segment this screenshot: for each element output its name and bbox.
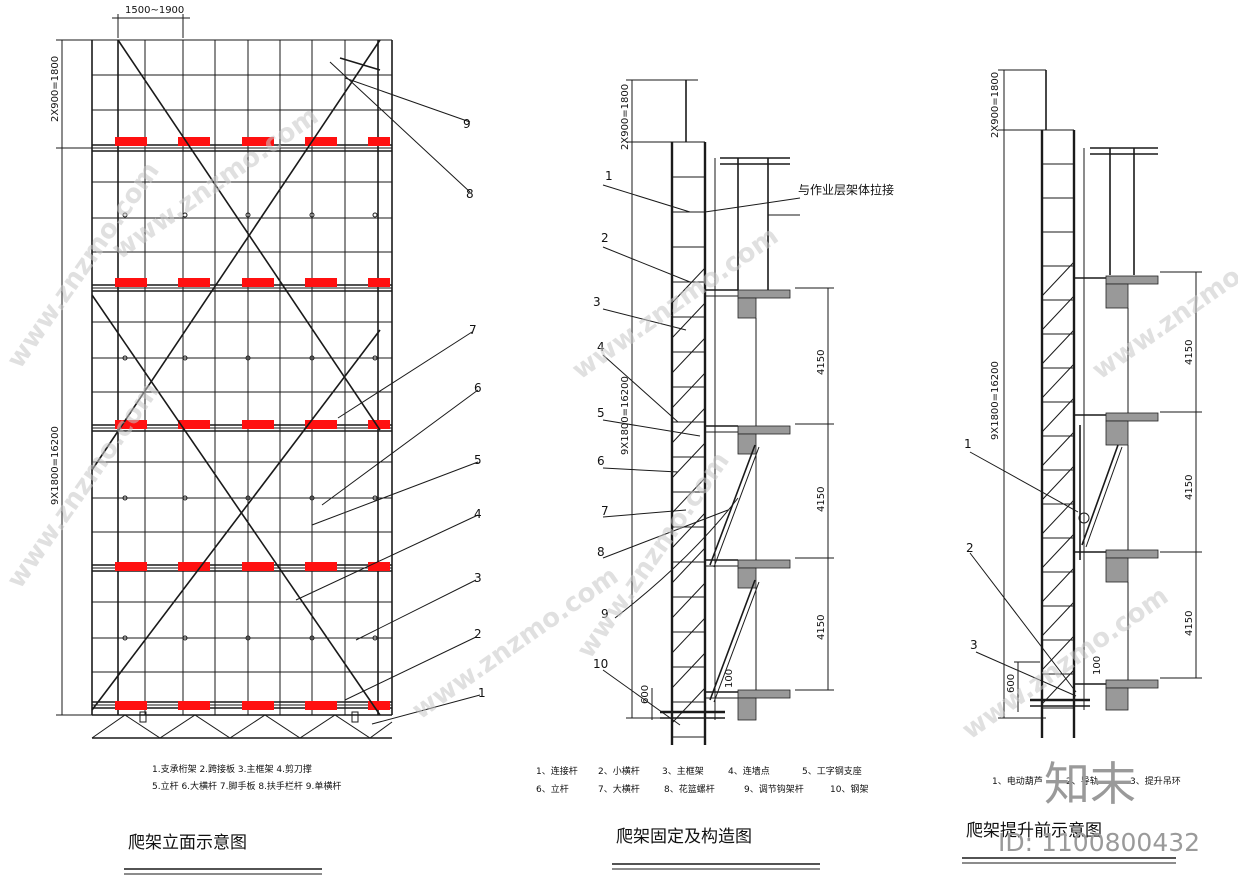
elevation-callout-4: 4: [474, 507, 482, 521]
section-callout-1: 1: [605, 169, 613, 183]
elevation-legend-row-1: 1.支承桁架 2.跨接板 3.主框架 4.剪刀撑: [152, 763, 312, 775]
elevation-callout-8: 8: [466, 187, 474, 201]
section-callout-9: 9: [601, 607, 609, 621]
lift-legend-3: 3、提升吊环: [1130, 776, 1181, 787]
elevation-left-dim-2: 9X1800=16200: [50, 426, 61, 505]
elevation-left-dim-1: 2X900=1800: [50, 56, 61, 122]
elevation-cross-braces: [91, 39, 381, 716]
section-callout-7: 7: [601, 504, 609, 518]
lift-callout-2: 2: [966, 541, 974, 555]
lift-building: [1078, 147, 1159, 711]
elevation-callout-1: 1: [478, 686, 486, 700]
section-legend-7: 7、大横杆: [598, 783, 640, 795]
elevation-title: 爬架立面示意图: [128, 833, 247, 853]
lift-callout-3: 3: [970, 638, 978, 652]
watermark-1: www.znzmo.com: [1, 157, 166, 374]
section-frame: [660, 79, 738, 745]
lift-panel: 2X900=1800 9X1800=16200: [962, 69, 1202, 864]
elevation-callout-leaders: [295, 61, 481, 725]
elevation-callout-2: 2: [474, 627, 482, 641]
watermark-6: www.znzmo.com: [571, 447, 736, 664]
section-left-dim-1: 2X900=1800: [620, 84, 631, 150]
elevation-red-bands: [115, 137, 390, 710]
section-right-dim-2: 4150: [816, 487, 827, 512]
section-callout-2: 2: [601, 231, 609, 245]
lift-frame: [1030, 70, 1106, 738]
section-callout-leaders: [602, 184, 739, 726]
section-legend-8: 8、花篮螺杆: [664, 783, 715, 795]
elevation-top-dim: 1500~1900: [125, 5, 184, 16]
footer-logo: 知末: [1044, 757, 1136, 811]
elevation-legend-row-2: 5.立杆 6.大横杆 7.脚手板 8.扶手栏杆 9.单横杆: [152, 780, 341, 792]
section-right-dim-3: 4150: [816, 615, 827, 640]
lift-left-dim-1: 2X900=1800: [990, 72, 1001, 138]
section-note: 与作业层架体拉接: [798, 182, 894, 197]
section-legend-2: 2、小横杆: [598, 765, 640, 777]
section-legend-3: 3、主框架: [662, 765, 704, 777]
section-building: [720, 157, 800, 721]
section-legend-5: 5、工字钢支座: [802, 765, 862, 777]
section-callout-8: 8: [597, 545, 605, 559]
section-callout-3: 3: [593, 295, 601, 309]
section-callout-10: 10: [593, 657, 608, 671]
lift-right-dim-2: 4150: [1184, 475, 1195, 500]
lift-right-dim-1: 4150: [1184, 340, 1195, 365]
section-right-dim-1: 4150: [816, 350, 827, 375]
section-legend-4: 4、连墙点: [728, 765, 770, 777]
footer-id: ID: 1100800432: [998, 828, 1200, 857]
elevation-panel: 1500~1900 2X900=1800 9X1800=16200: [50, 5, 486, 875]
lift-right-dim-3: 4150: [1184, 611, 1195, 636]
elevation-callout-9: 9: [463, 117, 471, 131]
section-dim-600: 600: [640, 685, 651, 704]
section-legend-6: 6、立杆: [536, 783, 569, 795]
section-legend-10: 10、钢架: [830, 783, 868, 795]
elevation-callout-5: 5: [474, 453, 482, 467]
elevation-callout-3: 3: [474, 571, 482, 585]
watermark-3: www.znzmo.com: [1, 377, 166, 594]
section-callout-5: 5: [597, 406, 605, 420]
section-panel: 2X900=1800 9X1800=16200: [536, 79, 894, 870]
elevation-bottom-truss: [91, 711, 393, 739]
lift-dim-100: 100: [1092, 656, 1103, 675]
lift-dim-600: 600: [1006, 674, 1017, 693]
lift-legend-2: 2、导轨: [1066, 775, 1099, 787]
section-left-dim-2: 9X1800=16200: [620, 376, 631, 455]
elevation-callout-7: 7: [469, 323, 477, 337]
section-legend-1: 1、连接杆: [536, 765, 578, 777]
lift-left-dim-2: 9X1800=16200: [990, 361, 1001, 440]
section-dim-100: 100: [724, 669, 735, 688]
section-legend-9: 9、调节钩架杆: [744, 783, 804, 795]
lift-title: 爬架提升前示意图: [966, 821, 1102, 841]
section-callout-6: 6: [597, 454, 605, 468]
lift-legend-1: 1、电动葫芦: [992, 775, 1043, 787]
elevation-grid: [91, 39, 393, 715]
lift-callout-1: 1: [964, 437, 972, 451]
elevation-callout-6: 6: [474, 381, 482, 395]
section-title: 爬架固定及构造图: [616, 827, 752, 847]
footer-brand: 知末 ID: 1100800432: [998, 757, 1200, 857]
section-callout-4: 4: [597, 340, 605, 354]
lift-callout-leaders: [969, 451, 1079, 697]
